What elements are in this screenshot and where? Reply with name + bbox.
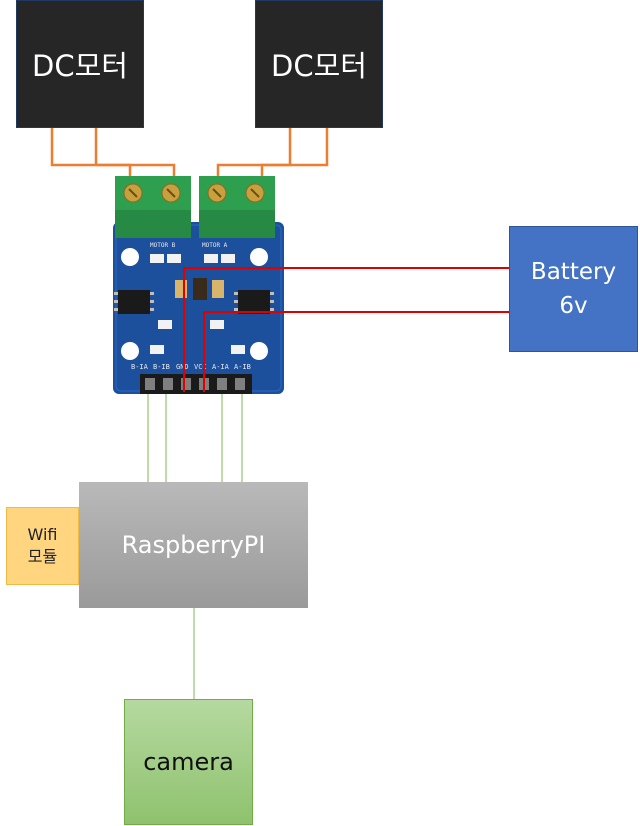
pin-label: A-IA (212, 363, 230, 371)
motor-driver-board: MOTOR B MOTOR A B-IA B-IB GND VCC A-IA A… (113, 222, 284, 394)
capacitor (212, 280, 224, 298)
mounting-hole (250, 248, 268, 266)
pin-label: GND (176, 363, 189, 371)
motor-2-wire-right (260, 128, 329, 183)
dc-motor-1: DC모터 (16, 0, 144, 128)
mounting-hole (121, 248, 139, 266)
driver-chip (118, 290, 150, 314)
dc-motor-1-label: DC모터 (32, 49, 128, 83)
pin-label: A-IB (234, 363, 251, 371)
raspberry-pi-label: RaspberryPI (121, 531, 266, 559)
signal-wires (147, 394, 243, 699)
battery-block: Battery 6v (509, 226, 638, 352)
pin-label: B-IB (153, 363, 170, 371)
camera-block: camera (124, 699, 253, 825)
motor-1-wire-left (50, 128, 132, 183)
driver-chip (238, 290, 270, 314)
dc-motor-2-label: DC모터 (271, 49, 367, 83)
camera-label: camera (143, 748, 234, 776)
dc-motor-2: DC모터 (255, 0, 383, 128)
power-wires (183, 267, 509, 392)
motor-2-wire-left (216, 128, 292, 183)
motor-wires (50, 128, 329, 183)
motor-a-label: MOTOR A (202, 242, 228, 249)
capacitor (193, 278, 207, 300)
pin-label: VCC (194, 363, 207, 371)
wifi-label: Wifi (27, 525, 58, 544)
terminal-blocks (115, 176, 275, 238)
mounting-hole (121, 342, 139, 360)
mounting-hole (250, 342, 268, 360)
wifi-module-label: 모듈 (27, 547, 58, 566)
capacitor (175, 280, 187, 298)
wifi-module-block: Wifi 모듈 (6, 507, 79, 585)
battery-label: Battery (530, 259, 617, 285)
battery-negative-wire (203, 311, 509, 392)
pin-label: B-IA (131, 363, 149, 371)
battery-voltage: 6v (559, 293, 588, 319)
battery-positive-wire (183, 267, 509, 392)
motor-b-label: MOTOR B (150, 242, 176, 249)
raspberry-pi-block: RaspberryPI (79, 482, 308, 608)
